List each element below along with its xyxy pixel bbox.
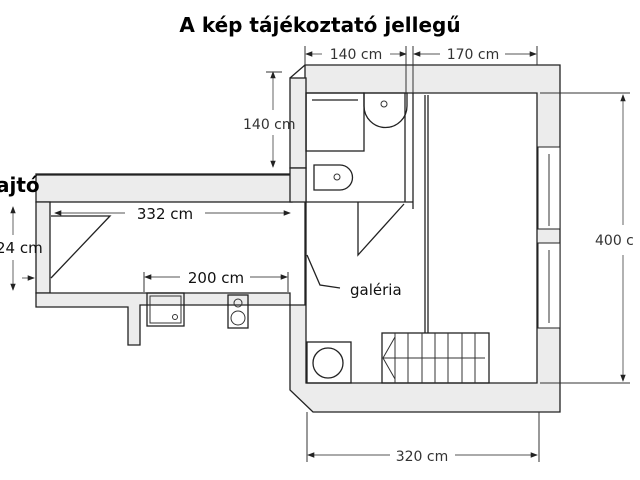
dim-corridor-width: 24 cm: [0, 206, 43, 291]
entrance-door: [50, 215, 112, 279]
plan-title: A kép tájékoztató jellegű: [179, 13, 460, 37]
kitchen-stove: [227, 294, 249, 329]
washing-machine: [306, 341, 352, 384]
door-label: ajtó: [0, 173, 40, 197]
dim-bathroom-depth: 140 cm: [243, 71, 296, 168]
dim-label-140-top: 140 cm: [330, 47, 383, 63]
window-right-upper: [537, 146, 561, 230]
dim-room-width: 170 cm: [412, 46, 538, 93]
dim-corridor-length: 332 cm: [54, 205, 291, 223]
main-walls: [289, 64, 561, 413]
shower-tray: [305, 92, 365, 152]
dim-label-320: 320 cm: [396, 449, 449, 465]
kitchen-sink: [146, 292, 185, 327]
toilet: [313, 164, 354, 191]
dim-label-332: 332 cm: [137, 205, 193, 223]
dim-label-400: 400 c: [595, 233, 634, 249]
dim-label-140-side: 140 cm: [243, 117, 296, 133]
window-right-lower: [537, 242, 561, 329]
washbasin: [363, 92, 408, 129]
dim-bathroom-width: 140 cm: [304, 46, 407, 93]
bathroom: [305, 92, 414, 257]
dim-total-width: 320 cm: [306, 412, 540, 465]
dim-label-170: 170 cm: [447, 47, 500, 63]
corridor-walls: [35, 77, 307, 346]
gallery-label: galéria: [350, 281, 402, 299]
dim-label-24: 24 cm: [0, 239, 43, 257]
dim-label-200: 200 cm: [188, 269, 244, 287]
dim-kitchen-length: 200 cm: [143, 269, 289, 292]
bathroom-door: [357, 202, 405, 257]
staircase[interactable]: [381, 332, 490, 384]
gallery-pointer: [306, 254, 341, 289]
dim-room-depth: 400 c: [540, 92, 634, 384]
